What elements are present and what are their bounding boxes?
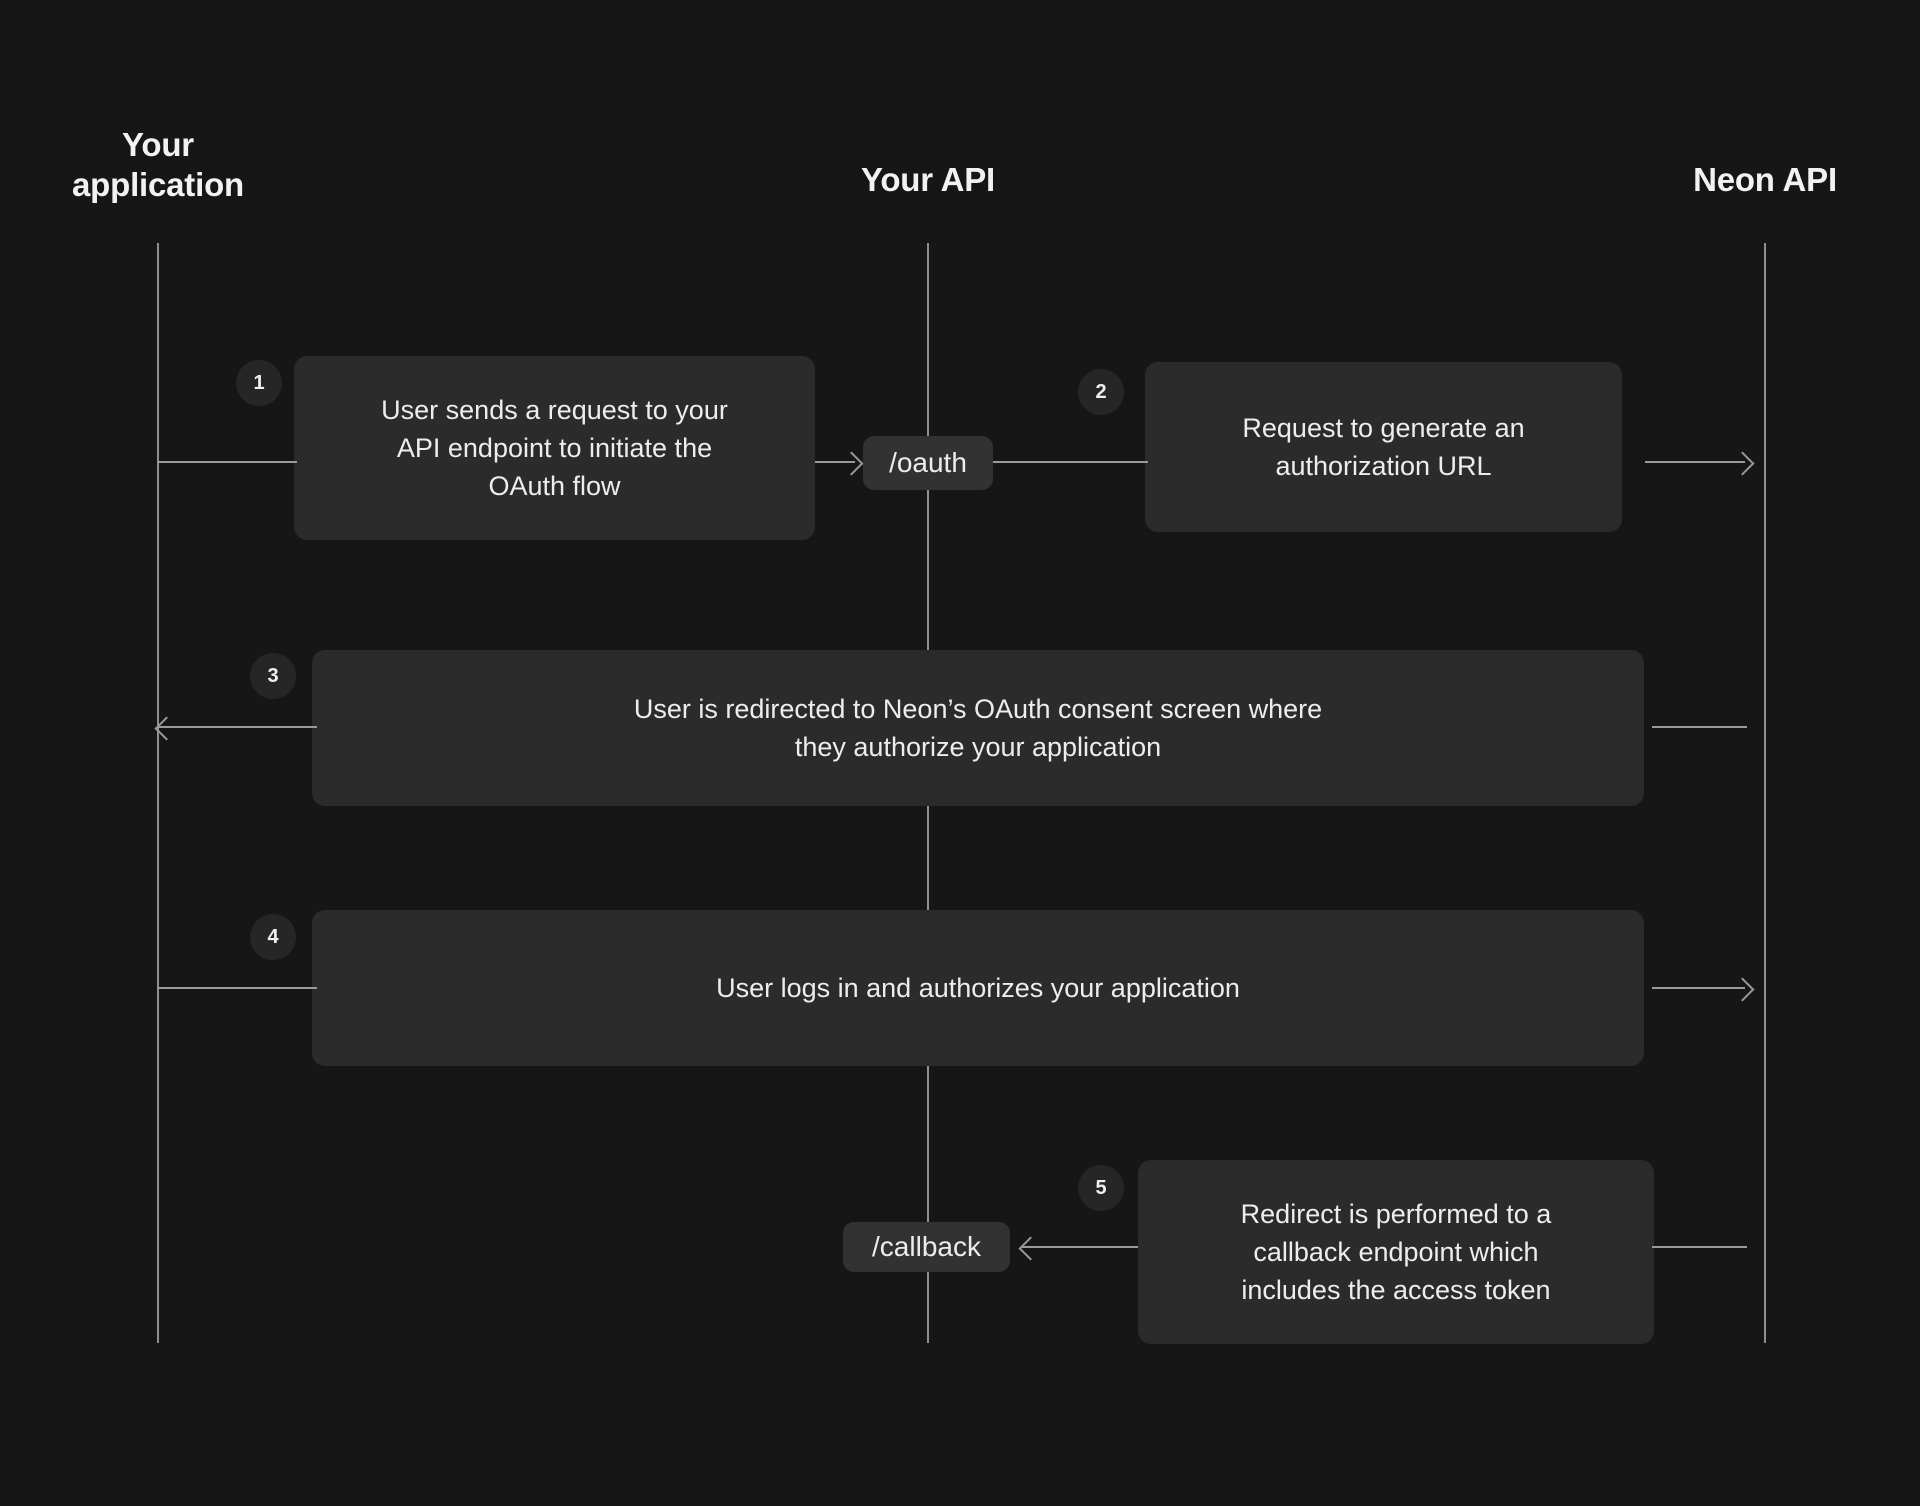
- arrowhead-step1-to-oauth: [839, 451, 864, 476]
- connector-step1-to-oauth: [815, 461, 855, 463]
- step-badge-3-label: 3: [267, 664, 279, 687]
- step-box-2: Request to generate an authorization URL: [1145, 362, 1622, 532]
- connector-neon-to-step3: [1652, 726, 1747, 728]
- lane-title-your-api: Your API: [860, 161, 996, 198]
- step-text-2: Request to generate an authorization URL: [1242, 412, 1525, 481]
- connector-app-to-step4: [157, 987, 317, 989]
- step-text-3: User is redirected to Neon’s OAuth conse…: [633, 693, 1323, 762]
- step-badge-2-label: 2: [1095, 380, 1107, 403]
- connector-app-to-step1: [157, 461, 297, 463]
- step-badge-5-label: 5: [1095, 1176, 1107, 1199]
- step-text-4: User logs in and authorizes your applica…: [716, 972, 1240, 1003]
- pill-oauth-endpoint[interactable]: /oauth: [863, 436, 993, 490]
- arrowhead-step2-to-neon: [1730, 451, 1755, 476]
- step-badge-1: 1: [236, 360, 282, 406]
- pill-oauth-label: /oauth: [889, 447, 967, 478]
- connector-step5-to-callback: [1022, 1246, 1138, 1248]
- step-text-5: Redirect is performed to a callback endp…: [1240, 1198, 1552, 1306]
- pill-callback-endpoint[interactable]: /callback: [843, 1222, 1010, 1272]
- step-badge-5: 5: [1078, 1165, 1124, 1211]
- lifeline-your-application: [157, 243, 159, 1343]
- arrowhead-step4-to-neon: [1730, 977, 1755, 1002]
- step-badge-2: 2: [1078, 369, 1124, 415]
- lifeline-neon-api: [1764, 243, 1766, 1343]
- step-box-3: User is redirected to Neon’s OAuth conse…: [312, 650, 1644, 806]
- step-box-1: User sends a request to your API endpoin…: [294, 356, 815, 540]
- pill-callback-label: /callback: [872, 1231, 981, 1262]
- lane-title-neon-api: Neon API: [1693, 161, 1837, 198]
- connector-oauth-to-step2: [993, 461, 1148, 463]
- connector-step3-to-app: [157, 726, 317, 728]
- step-text-1: User sends a request to your API endpoin…: [381, 394, 728, 502]
- step-box-4: User logs in and authorizes your applica…: [312, 910, 1644, 1066]
- lane-title-your-application: Your application: [72, 126, 244, 204]
- connector-step4-to-neon: [1652, 987, 1745, 989]
- step-badge-4-label: 4: [267, 925, 279, 948]
- connector-step2-to-neon: [1645, 461, 1745, 463]
- connector-neon-to-step5: [1652, 1246, 1747, 1248]
- step-badge-3: 3: [250, 653, 296, 699]
- step-badge-4: 4: [250, 914, 296, 960]
- step-box-5: Redirect is performed to a callback endp…: [1138, 1160, 1654, 1344]
- step-badge-1-label: 1: [253, 371, 265, 394]
- arrowhead-step5-to-callback: [1018, 1236, 1043, 1261]
